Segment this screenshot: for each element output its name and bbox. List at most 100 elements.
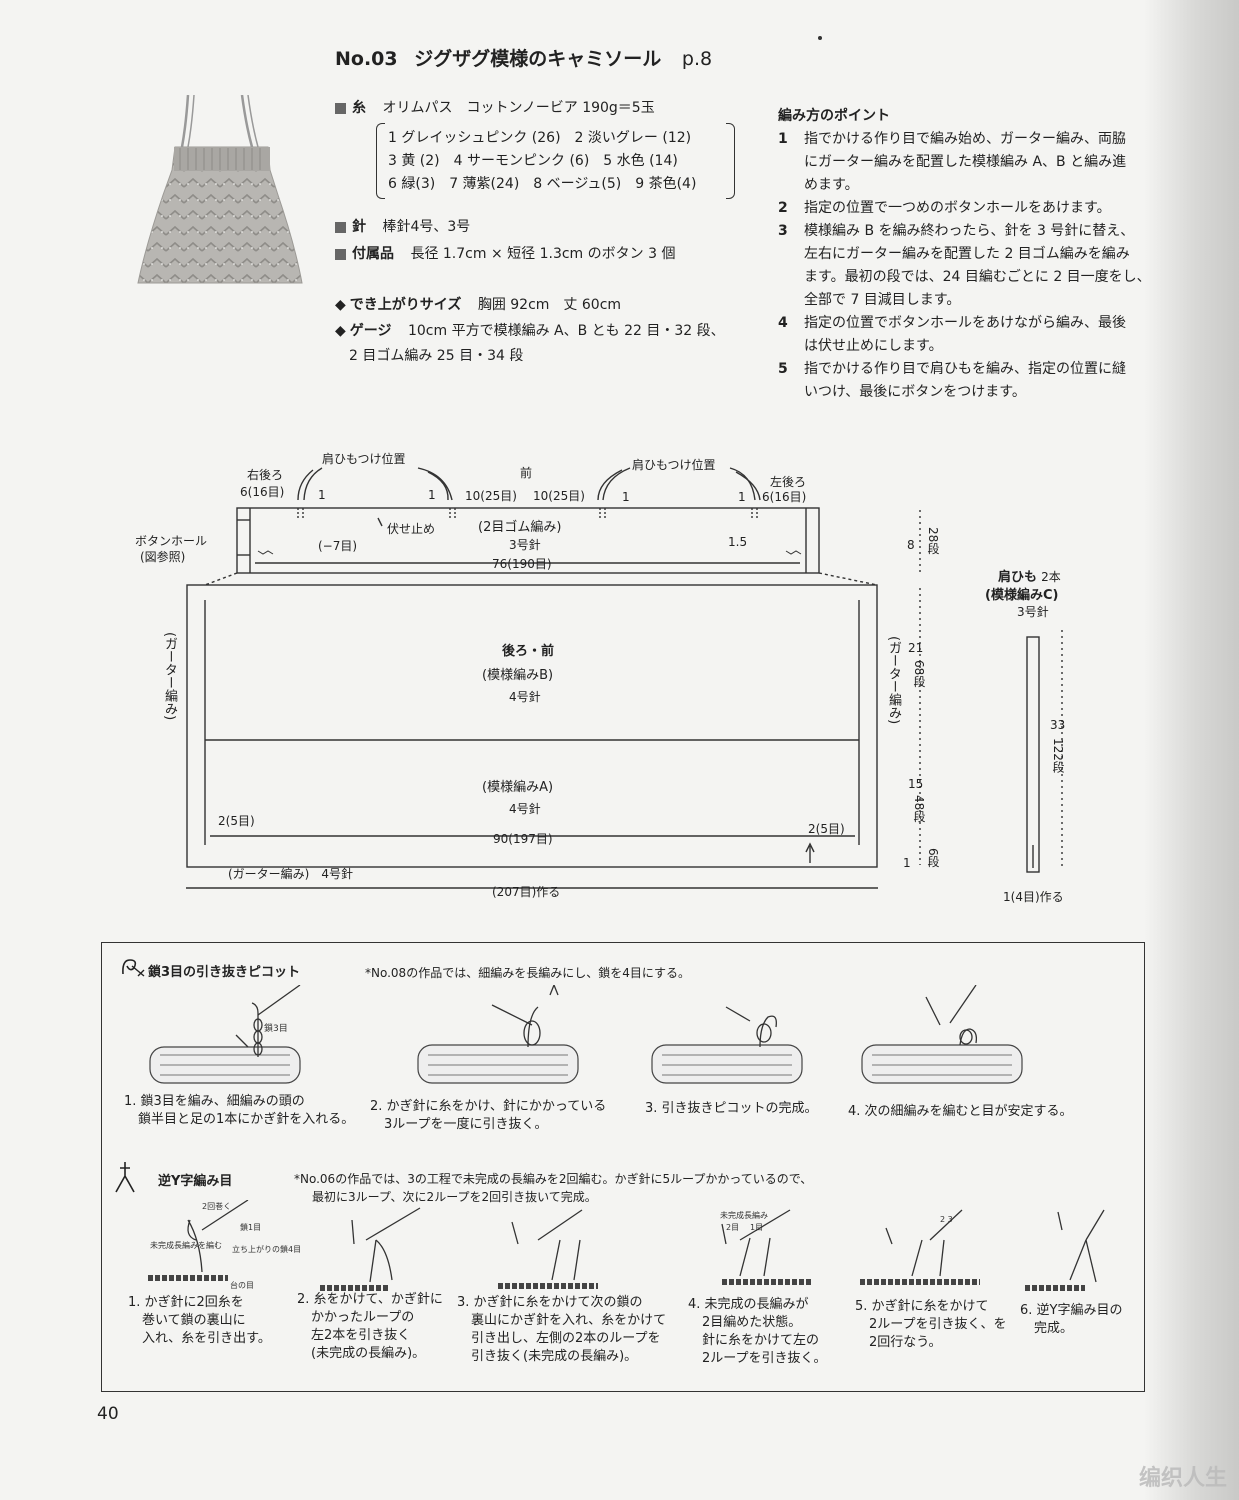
gauge-line: ◆ゲージ 10cm 平方で模様編み A、B とも 22 目・32 段、 [335,323,725,339]
buttonhole-label: ボタンホール [135,534,208,548]
reverse-y-title: 逆Y字編み目 [158,1174,233,1189]
reverse-y-step-1: 1. かぎ針に2回糸を 巻いて鎖の裏山に 入れ、糸を引き出す。 [128,1295,271,1346]
unfinished2-label: 未完成長編み [720,1210,768,1220]
strap-pos-left-label: 肩ひもつけ位置 [322,452,406,466]
reverse-y-note-2: 最初に3ループ、次に2ループを2回引き抜いて完成。 [312,1190,597,1204]
ribbing-needle: 3号針 [509,538,541,552]
bullet-square-icon [335,102,346,114]
strap-length: 33 [1050,718,1066,732]
buttonhole-spacing: 1.5 [728,535,748,549]
rows-28: 28段 [926,527,940,555]
reverse-y-step-4: 4. 未完成の長編みが 2目編めた状態。 針に糸をかけて左の 2ループを引き抜く… [688,1297,827,1366]
reverse-y-note-1: *No.06の作品では、3の工程で未完成の長編みを2回編む。かぎ針に5ループかか… [294,1172,813,1186]
turning-label: 立ち上がりの鎖4目 [232,1244,301,1254]
reverse-y-step-3: 3. かぎ針に糸をかけて次の鎖の 裏山にかぎ針を入れ、糸をかけて 引き出し、左側… [457,1295,667,1364]
picot-step-4: 4. 次の細編みを編むと目が安定する。 [848,1104,1073,1119]
pattern-name: ジグザグ模様のキャミソール [414,48,662,70]
see-figure-label: (図参照) [140,550,186,564]
one-label: 1 [738,490,746,504]
needle-4-label: 4号針 [509,802,541,816]
bracket-right [726,123,735,199]
strap-cast-on: 1(4目)作る [1003,890,1064,904]
body-title: 後ろ・前 [502,644,555,659]
bullet-square-icon [335,248,346,260]
height-15: 15 [908,777,924,791]
rows-48: 48段 [912,795,926,823]
edge-left-label: 2(5目) [218,814,255,828]
garter-bottom-label: (ガーター編み) 4号針 [228,867,353,881]
one-st-label: 1目 [750,1223,763,1232]
height-8: 8 [907,538,915,552]
left-back-label: 左後ろ [770,475,807,489]
front-label: 前 [520,466,533,480]
pattern-title: No.03 ジグザグ模様のキャミソール p.8 [335,48,713,70]
color-row: 1 グレイッシュピンク (26) 2 淡いグレー (12) [388,130,692,146]
garter-right-label: (ガーター編み) [886,636,901,725]
height-1: 1 [903,856,911,870]
left-back-value: 6(16目) [762,490,807,504]
bracket-left [376,123,385,199]
page-ref: p.8 [681,48,713,70]
ch1-label: 鎖1目 [240,1222,261,1232]
reverse-y-step-6: 6. 逆Y字編み目の 完成。 [1020,1303,1123,1336]
bind-off-label: 伏せ止め [387,522,436,536]
height-21: 21 [908,641,924,655]
gauge-line-2: 2 目ゴム編み 25 目・34 段 [349,348,524,364]
picot-title: 鎖3目の引き抜きピコット [148,965,301,980]
cast-on-label: (207目)作る [492,885,561,899]
notions-line: 付属品 長径 1.7cm × 短径 1.3cm のボタン 3 個 [335,243,675,263]
one-label: 1 [318,488,326,502]
front-value-2: 10(25目) [533,489,585,503]
color-row: 3 黄 (2) 4 サーモンピンク (6) 5 水色 (14) [388,153,678,169]
one-label: 1 [428,488,436,502]
speck [818,36,822,40]
size-line: ◆でき上がりサイズ 胸囲 92cm 丈 60cm [335,297,622,313]
unfinished-label: 未完成長編みを編む [150,1240,222,1250]
schematic-lines [186,467,1063,889]
two-st-label: 2目 [726,1223,739,1232]
watermark: 编织人生 [1138,1466,1227,1491]
color-list: 1 グレイッシュピンク (26) 2 淡いグレー (12) 3 黄 (2) 4 … [388,127,696,196]
one-label: 1 [622,490,630,504]
bullet-square-icon [335,221,346,233]
decrease-label: (−7目) [318,539,358,553]
picot-step-1: 1. 鎖3目を編み、細編みの頭の 鎖半目と足の1本にかぎ針を入れる。 [124,1094,355,1127]
diamond-bullet-icon: ◆ [335,323,346,339]
picot-illustrations: 鎖3目 [149,985,1023,1084]
page-gutter-shadow [1144,0,1239,1500]
strap-pos-right-label: 肩ひもつけ位置 [632,458,716,472]
right-back-label: 右後ろ [247,468,284,482]
garter-left-label: (ガーター編み) [162,632,177,721]
needle-line: 針 棒針4号、3号 [335,216,470,236]
pattern-a-label: (模様編みA) [482,780,554,795]
right-back-value: 6(16目) [240,485,285,499]
nums-label: 2 3 [940,1215,953,1224]
page-number: 40 [97,1404,119,1424]
strap-needle: 3号針 [1017,605,1049,619]
edge-right-label: 2(5目) [808,822,845,836]
ch3-label: 鎖3目 [264,1022,288,1034]
front-value-1: 10(25目) [465,489,517,503]
reverse-y-step-2: 2. 糸をかけて、かぎ針に かかったループの 左2本を引き抜く (未完成の長編み… [297,1292,443,1361]
wrap2-label: 2回巻く [202,1201,231,1211]
diamond-bullet-icon: ◆ [335,297,346,313]
rows-122: 122段 [1051,738,1065,773]
base-label: 台の目 [230,1280,254,1290]
camisole-photo [137,95,303,284]
strap-pattern: (模様編みC) [985,588,1059,603]
needle-4-label: 4号針 [509,690,541,704]
ribbing-label: (2目ゴム編み) [478,520,562,535]
reverse-y-step-5: 5. かぎ針に糸をかけて 2ループを引き抜く、を 2回行なう。 [855,1299,1007,1350]
strap-title: 肩ひも [998,570,1038,585]
pattern-b-label: (模様編みB) [482,668,554,683]
reverse-y-illustrations: 2回巻く 鎖1目 未完成長編みを編む 立ち上がりの鎖4目 台の目 未完成長編み … [148,1200,1105,1291]
strap-count: 2本 [1041,570,1061,584]
picot-step-2: 2. かぎ針に糸をかけ、針にかかっている 3ループを一度に引き抜く。 [370,1099,607,1132]
reverse-y-symbol-icon [115,1162,135,1193]
